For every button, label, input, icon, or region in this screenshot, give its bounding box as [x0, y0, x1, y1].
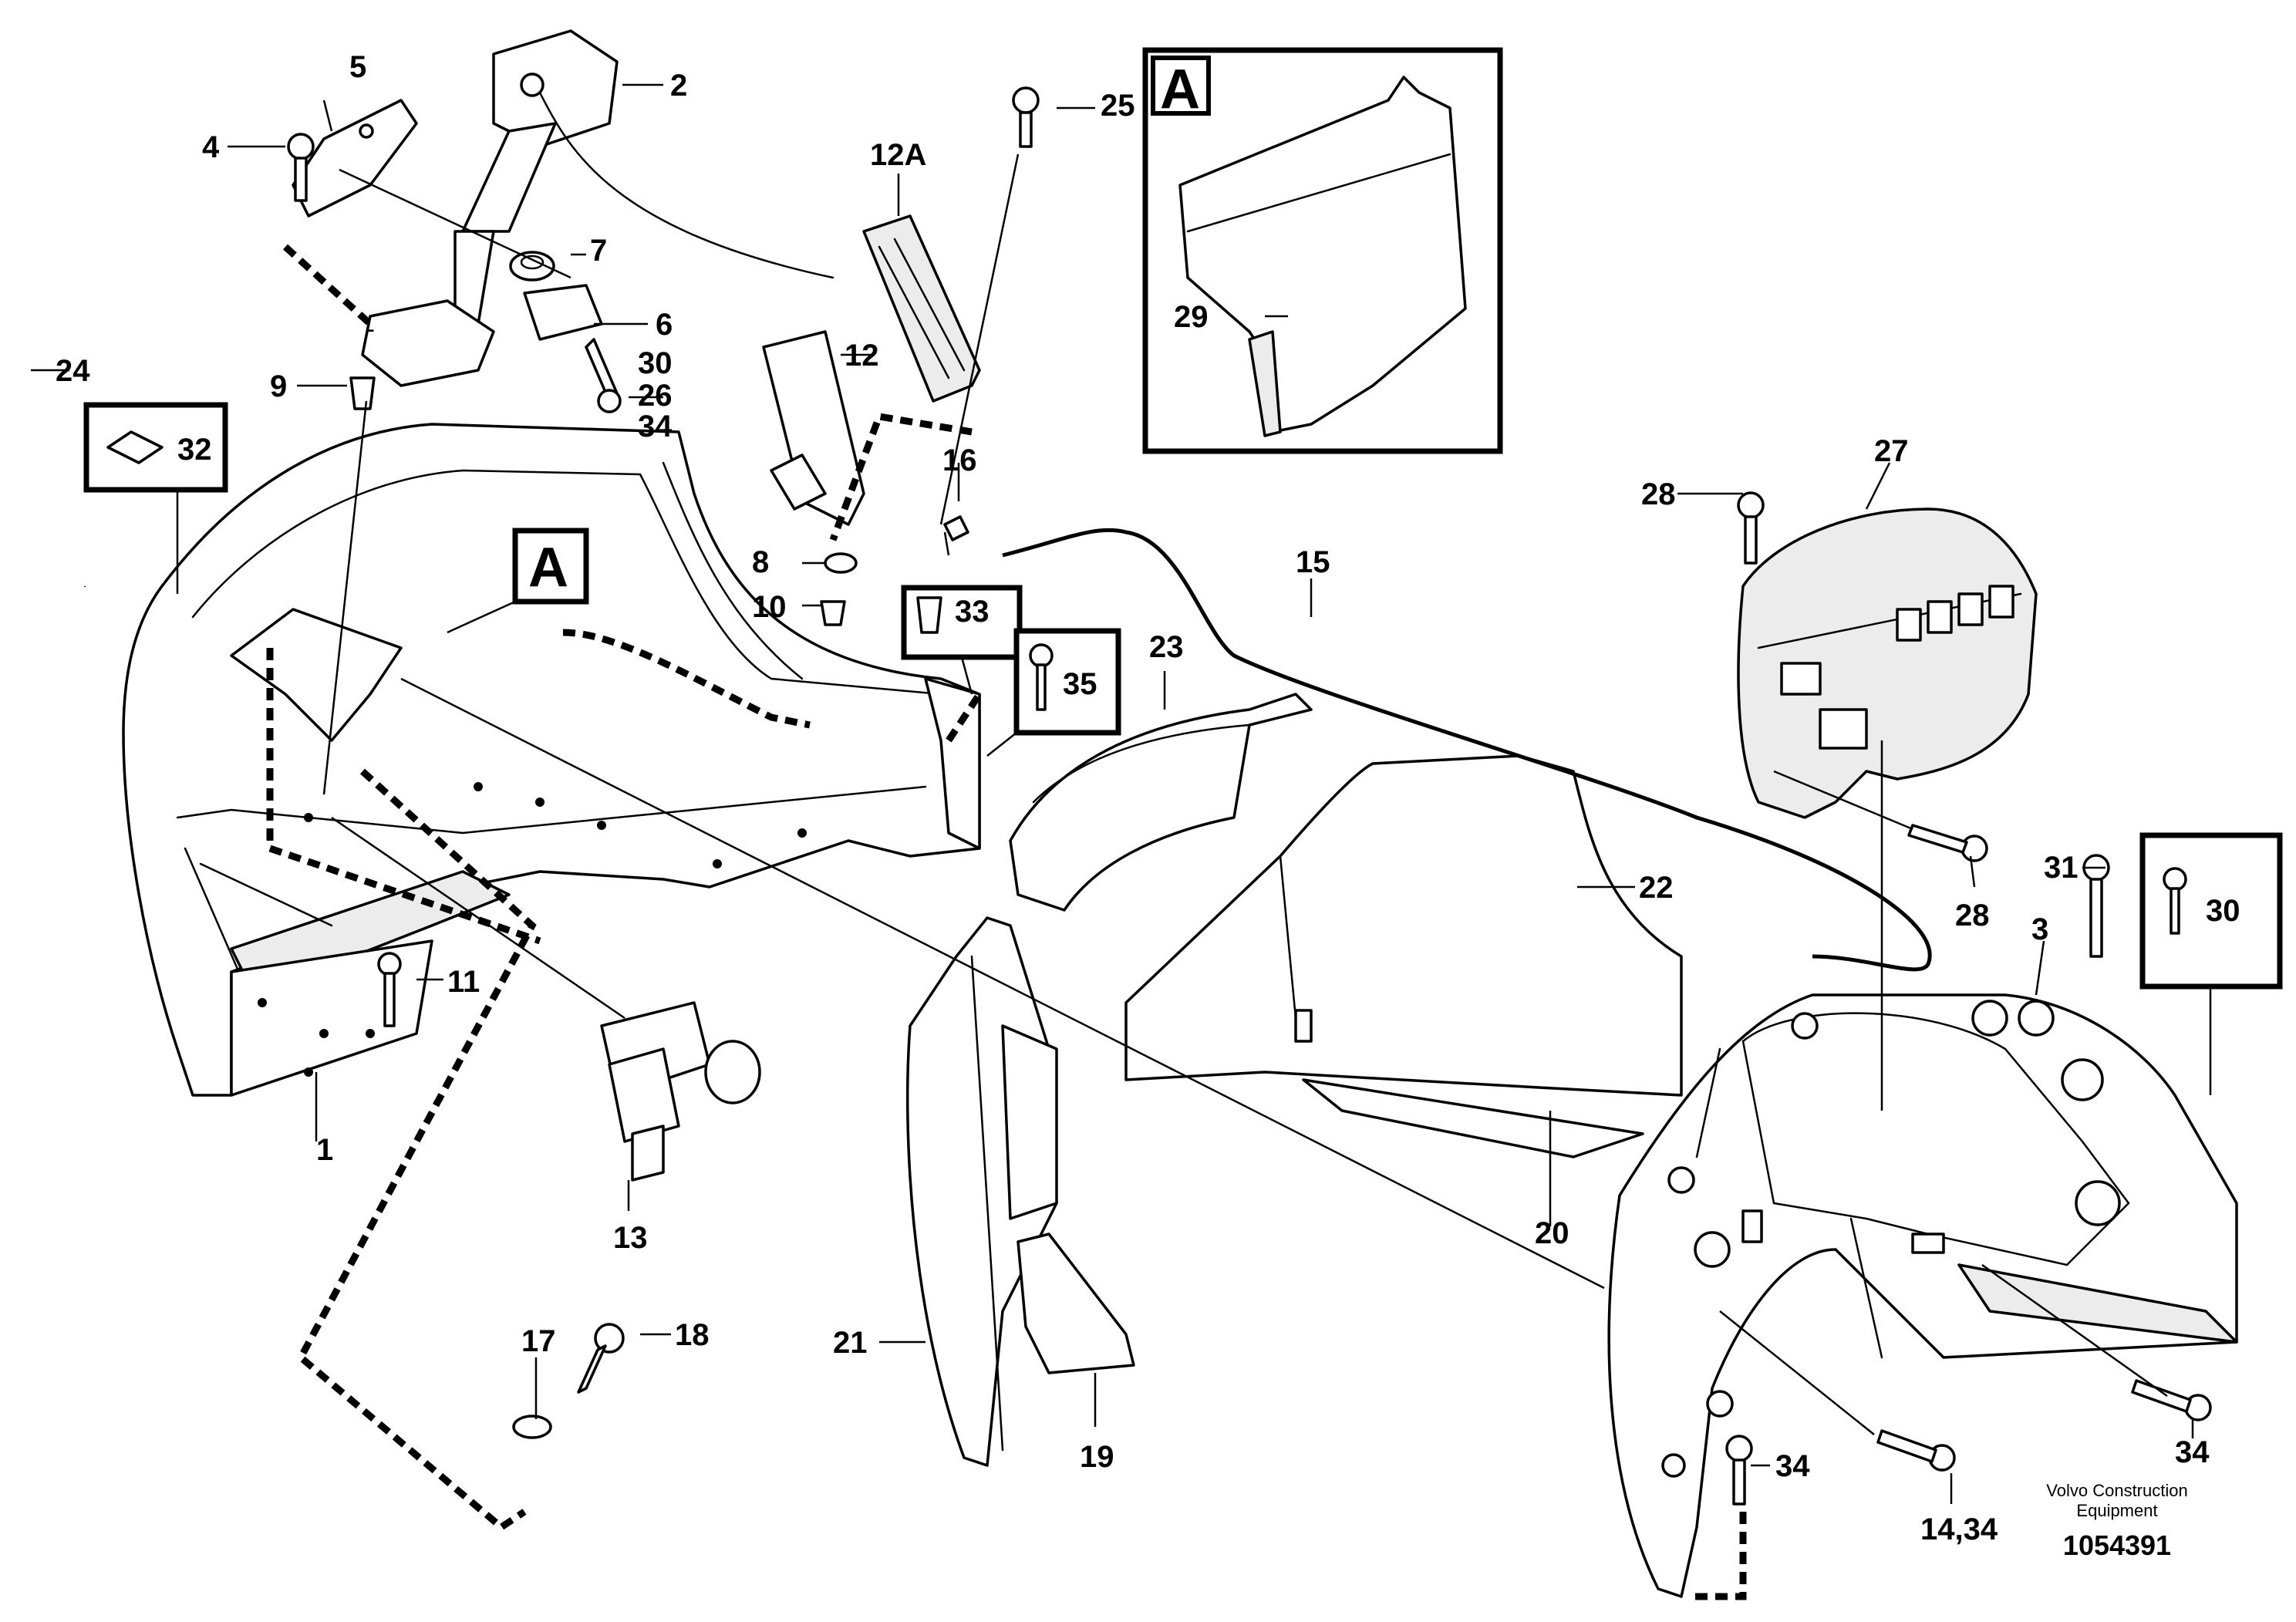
callout-6: 6	[656, 308, 673, 342]
front-console-body	[122, 423, 981, 1097]
bushing-7	[509, 251, 555, 282]
callout-12: 12	[845, 339, 879, 373]
view-marker-a-box	[447, 528, 589, 634]
leader-lines	[322, 153, 2168, 1435]
callout-1: 1	[316, 1133, 333, 1167]
panel-23	[1009, 693, 1313, 912]
callout-20: 20	[1535, 1216, 1569, 1250]
callout-9: 9	[270, 369, 287, 403]
callout-16: 16	[942, 443, 977, 477]
callout-32: 32	[177, 433, 212, 467]
dashboard-panel-27	[1737, 508, 2038, 819]
switch-unit-13	[600, 1001, 761, 1182]
callout-box-30	[2139, 832, 2283, 1095]
console-housing-3	[1607, 993, 2238, 1598]
callout-19: 19	[1080, 1440, 1114, 1474]
callout-29: 29	[1174, 300, 1209, 334]
detail-view-a-box	[1142, 47, 1503, 454]
document-number: 1054391	[2063, 1529, 2171, 1561]
callout-15: 15	[1296, 545, 1330, 579]
callout-24: 24	[56, 354, 90, 388]
callout-14-34: 14,34	[1920, 1512, 1998, 1546]
callout-5: 5	[349, 50, 366, 84]
trim-20	[1302, 1078, 1644, 1158]
callout-21: 21	[833, 1326, 868, 1360]
callout-8: 8	[752, 545, 769, 579]
callout-31: 31	[2044, 851, 2079, 885]
callout-34-bottom: 34	[1775, 1449, 1810, 1483]
callout-26: 26	[638, 379, 673, 413]
cable-24	[19, 20, 526, 588]
callout-labels: 2 3 4 5 6 7 8 9 10 11 12 12A 13 14,34 15…	[56, 50, 2240, 1546]
cover-19	[1017, 1233, 1135, 1374]
dashed-guide-lines	[266, 244, 1747, 1600]
callout-23: 23	[1149, 630, 1184, 664]
panel-22	[1124, 754, 1683, 1097]
callout-28-bottom: 28	[1955, 899, 1990, 932]
view-marker-a-detail: A	[1160, 59, 1200, 120]
bracket-5	[292, 99, 418, 218]
callout-box-33	[901, 585, 1023, 695]
callout-25: 25	[1101, 89, 1135, 123]
callout-30-box: 30	[2206, 894, 2240, 928]
callout-28-top: 28	[1641, 477, 1676, 511]
pedal-12	[762, 330, 865, 526]
callout-11: 11	[447, 965, 480, 999]
callout-2: 2	[670, 69, 687, 103]
callout-box-32	[83, 402, 228, 594]
callout-10: 10	[752, 590, 787, 624]
callout-13: 13	[613, 1221, 648, 1255]
clip-6	[523, 284, 603, 341]
callout-18: 18	[675, 1318, 710, 1352]
label-stubs	[31, 83, 2194, 1504]
cable-15	[1002, 528, 1932, 972]
callout-34-right: 34	[2175, 1435, 2210, 1469]
callout-33: 33	[955, 595, 990, 629]
callout-34-left: 34	[638, 410, 673, 443]
callout-35: 35	[1063, 667, 1097, 701]
steering-column-2	[361, 29, 834, 387]
callout-30-left: 30	[638, 346, 673, 380]
callout-22: 22	[1639, 871, 1674, 905]
manufacturer-credit-line2: Equipment	[2076, 1501, 2157, 1520]
side-panel-21	[905, 916, 1058, 1467]
callout-7: 7	[590, 234, 607, 268]
callout-17: 17	[521, 1324, 556, 1358]
callout-3: 3	[2031, 912, 2048, 946]
callout-box-35	[986, 628, 1121, 757]
callout-4: 4	[202, 130, 220, 164]
callout-12a: 12A	[870, 138, 926, 172]
view-marker-a-main: A	[528, 537, 568, 599]
pedal-pad-12a	[862, 214, 981, 403]
manufacturer-credit-line1: Volvo Construction	[2046, 1481, 2187, 1500]
callout-27: 27	[1874, 434, 1909, 468]
fasteners	[287, 86, 2212, 1506]
